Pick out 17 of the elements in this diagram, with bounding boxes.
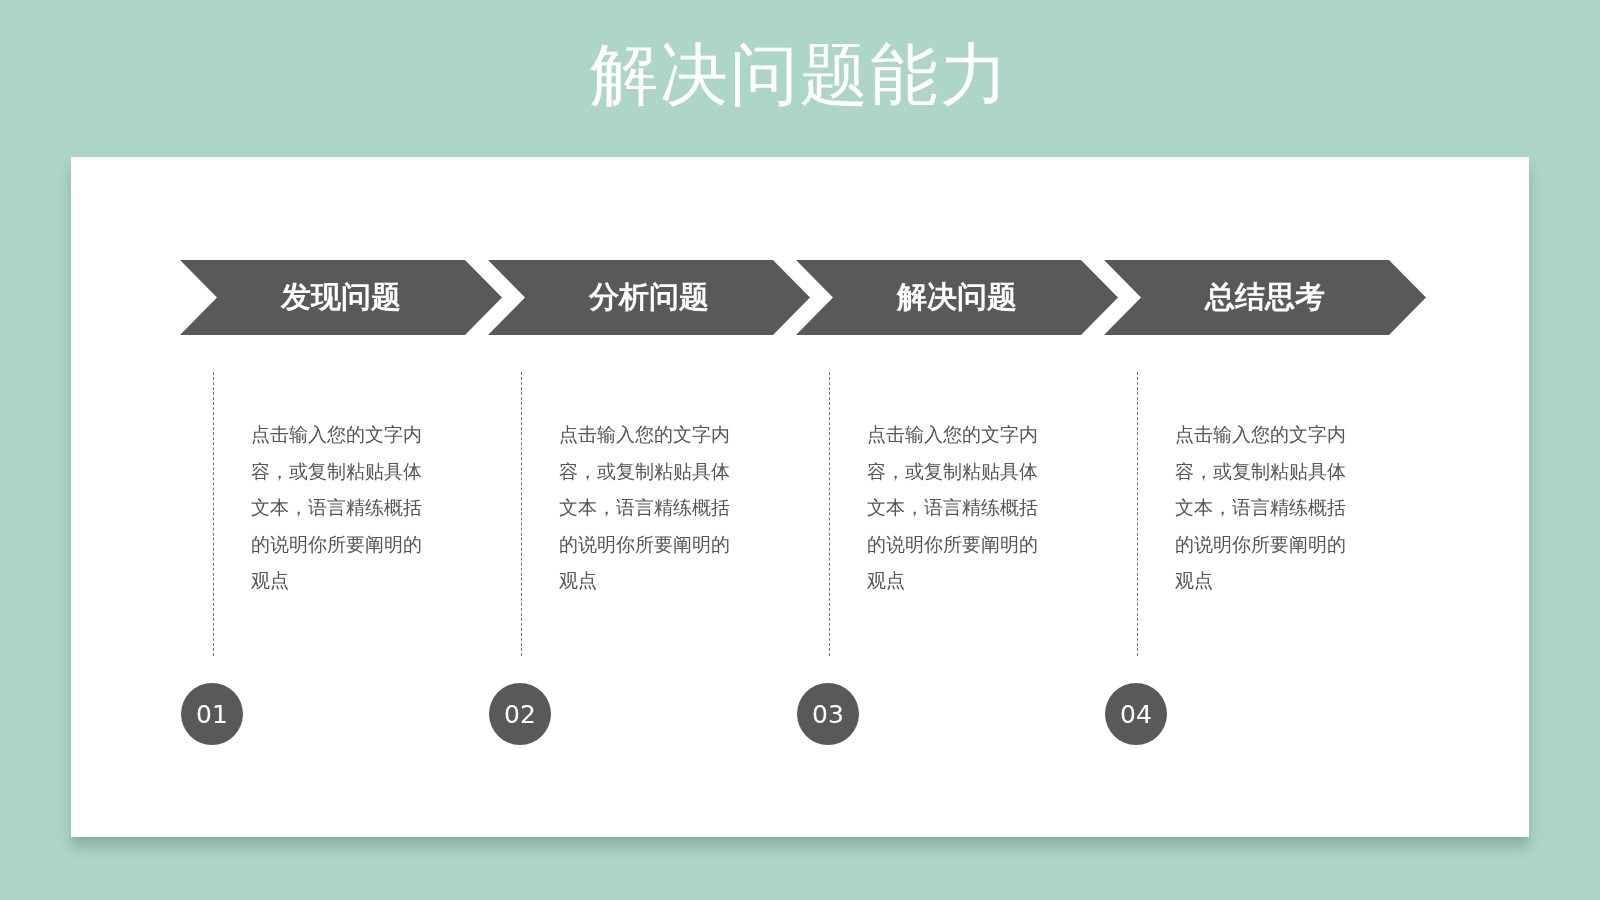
number-circle: 01 <box>181 683 243 745</box>
number-circle: 03 <box>797 683 859 745</box>
number-circle: 04 <box>1105 683 1167 745</box>
description-text: 点击输入您的文字内容，或复制粘贴具体文本，语言精练概括的说明你所要阐明的观点 <box>1175 422 1347 593</box>
step-banner <box>488 260 810 335</box>
step-title: 总结思考 <box>1205 278 1325 316</box>
step-banner <box>796 260 1118 335</box>
description-text: 点击输入您的文字内容，或复制粘贴具体文本，语言精练概括的说明你所要阐明的观点 <box>251 422 423 593</box>
description-text: 点击输入您的文字内容，或复制粘贴具体文本，语言精练概括的说明你所要阐明的观点 <box>867 422 1039 593</box>
title: 解决问题能力 <box>589 34 1011 116</box>
step-title: 分析问题 <box>589 278 709 316</box>
description-text: 点击输入您的文字内容，或复制粘贴具体文本，语言精练概括的说明你所要阐明的观点 <box>559 422 731 593</box>
number-circle: 02 <box>489 683 551 745</box>
step-banner <box>180 260 502 335</box>
step-title: 发现问题 <box>281 278 401 316</box>
step-title: 解决问题 <box>897 278 1017 316</box>
step-banner <box>1104 260 1426 335</box>
